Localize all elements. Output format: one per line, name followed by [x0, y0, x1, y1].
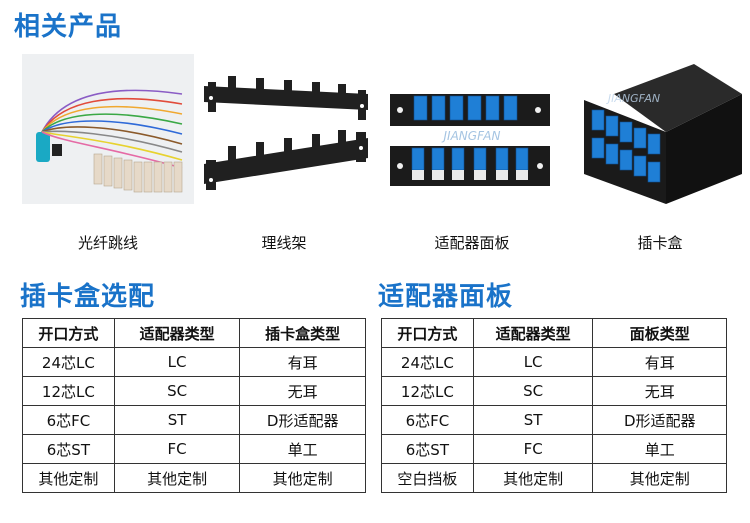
watermark-text: JIANGFAN [606, 92, 660, 105]
table-row: 24芯LC LC 有耳 [22, 347, 366, 377]
table-row: 6芯FC ST D形适配器 [22, 405, 366, 435]
table-cell: FC [113, 434, 241, 464]
table-cell: 其他定制 [113, 463, 241, 493]
table-cell: 12芯LC [22, 376, 115, 406]
adapter-panel-image: JIANGFAN [390, 94, 550, 186]
table-header-cell: 适配器类型 [472, 318, 594, 348]
table-row: 空白挡板 其他定制 其他定制 [381, 463, 727, 493]
product-cassette-box[interactable]: JIANGFAN 插卡盒 [574, 54, 746, 252]
product-label: 理线架 [261, 234, 307, 252]
table-cell: SC [472, 376, 594, 406]
cassette-options-table: 开口方式 适配器类型 插卡盒类型 24芯LC LC 有耳 12芯LC SC 无耳… [22, 318, 366, 493]
table-cell: 其他定制 [22, 463, 115, 493]
product-cable-management-rack[interactable]: 理线架 [198, 54, 370, 252]
table-cell: ST [113, 405, 241, 435]
product-label: 适配器面板 [434, 234, 510, 252]
table-cell: 无耳 [239, 376, 366, 406]
table-cell: 有耳 [592, 347, 727, 377]
table-row: 6芯FC ST D形适配器 [381, 405, 727, 435]
section-title-cassette: 插卡盒选配 [20, 282, 156, 312]
table-row: 其他定制 其他定制 其他定制 [22, 463, 366, 493]
table-cell: 无耳 [592, 376, 727, 406]
table-cell: 6芯ST [381, 434, 474, 464]
table-row: 6芯ST FC 单工 [22, 434, 366, 464]
table-cell: 24芯LC [381, 347, 474, 377]
table-row: 6芯ST FC 单工 [381, 434, 727, 464]
table-row: 12芯LC SC 无耳 [381, 376, 727, 406]
cassette-box-image: JIANGFAN [584, 64, 742, 204]
table-header-cell: 面板类型 [592, 318, 727, 348]
table-cell: 24芯LC [22, 347, 115, 377]
product-adapter-panel[interactable]: JIANGFAN 适配器面板 [386, 54, 558, 252]
table-cell: SC [113, 376, 241, 406]
watermark-text: JIANGFAN [442, 129, 501, 143]
fiber-patch-cord-image [22, 54, 194, 204]
table-cell: 6芯FC [22, 405, 115, 435]
table-cell: D形适配器 [239, 405, 366, 435]
table-cell: 其他定制 [472, 463, 594, 493]
product-label: 光纤跳线 [77, 234, 138, 252]
table-cell: ST [472, 405, 594, 435]
page-title: 相关产品 [14, 12, 123, 42]
product-fiber-patch-cord[interactable]: 光纤跳线 [22, 54, 194, 252]
table-cell: 空白挡板 [381, 463, 474, 493]
table-cell: LC [472, 347, 594, 377]
table-header-cell: 适配器类型 [113, 318, 241, 348]
table-header-cell: 开口方式 [22, 318, 115, 348]
table-cell: 有耳 [239, 347, 366, 377]
section-title-adapter-panel: 适配器面板 [378, 282, 514, 312]
table-cell: FC [472, 434, 594, 464]
table-cell: 单工 [239, 434, 366, 464]
table-header-row: 开口方式 适配器类型 插卡盒类型 [22, 318, 366, 348]
table-cell: 单工 [592, 434, 727, 464]
product-label: 插卡盒 [637, 234, 683, 252]
table-cell: 其他定制 [239, 463, 366, 493]
table-header-cell: 开口方式 [381, 318, 474, 348]
table-cell: 其他定制 [592, 463, 727, 493]
table-cell: D形适配器 [592, 405, 727, 435]
table-header-cell: 插卡盒类型 [239, 318, 366, 348]
cable-management-rack-image [204, 76, 368, 190]
table-row: 24芯LC LC 有耳 [381, 347, 727, 377]
table-row: 12芯LC SC 无耳 [22, 376, 366, 406]
table-header-row: 开口方式 适配器类型 面板类型 [381, 318, 727, 348]
table-cell: LC [113, 347, 241, 377]
table-cell: 6芯ST [22, 434, 115, 464]
table-cell: 6芯FC [381, 405, 474, 435]
table-cell: 12芯LC [381, 376, 474, 406]
adapter-panel-options-table: 开口方式 适配器类型 面板类型 24芯LC LC 有耳 12芯LC SC 无耳 … [381, 318, 727, 493]
